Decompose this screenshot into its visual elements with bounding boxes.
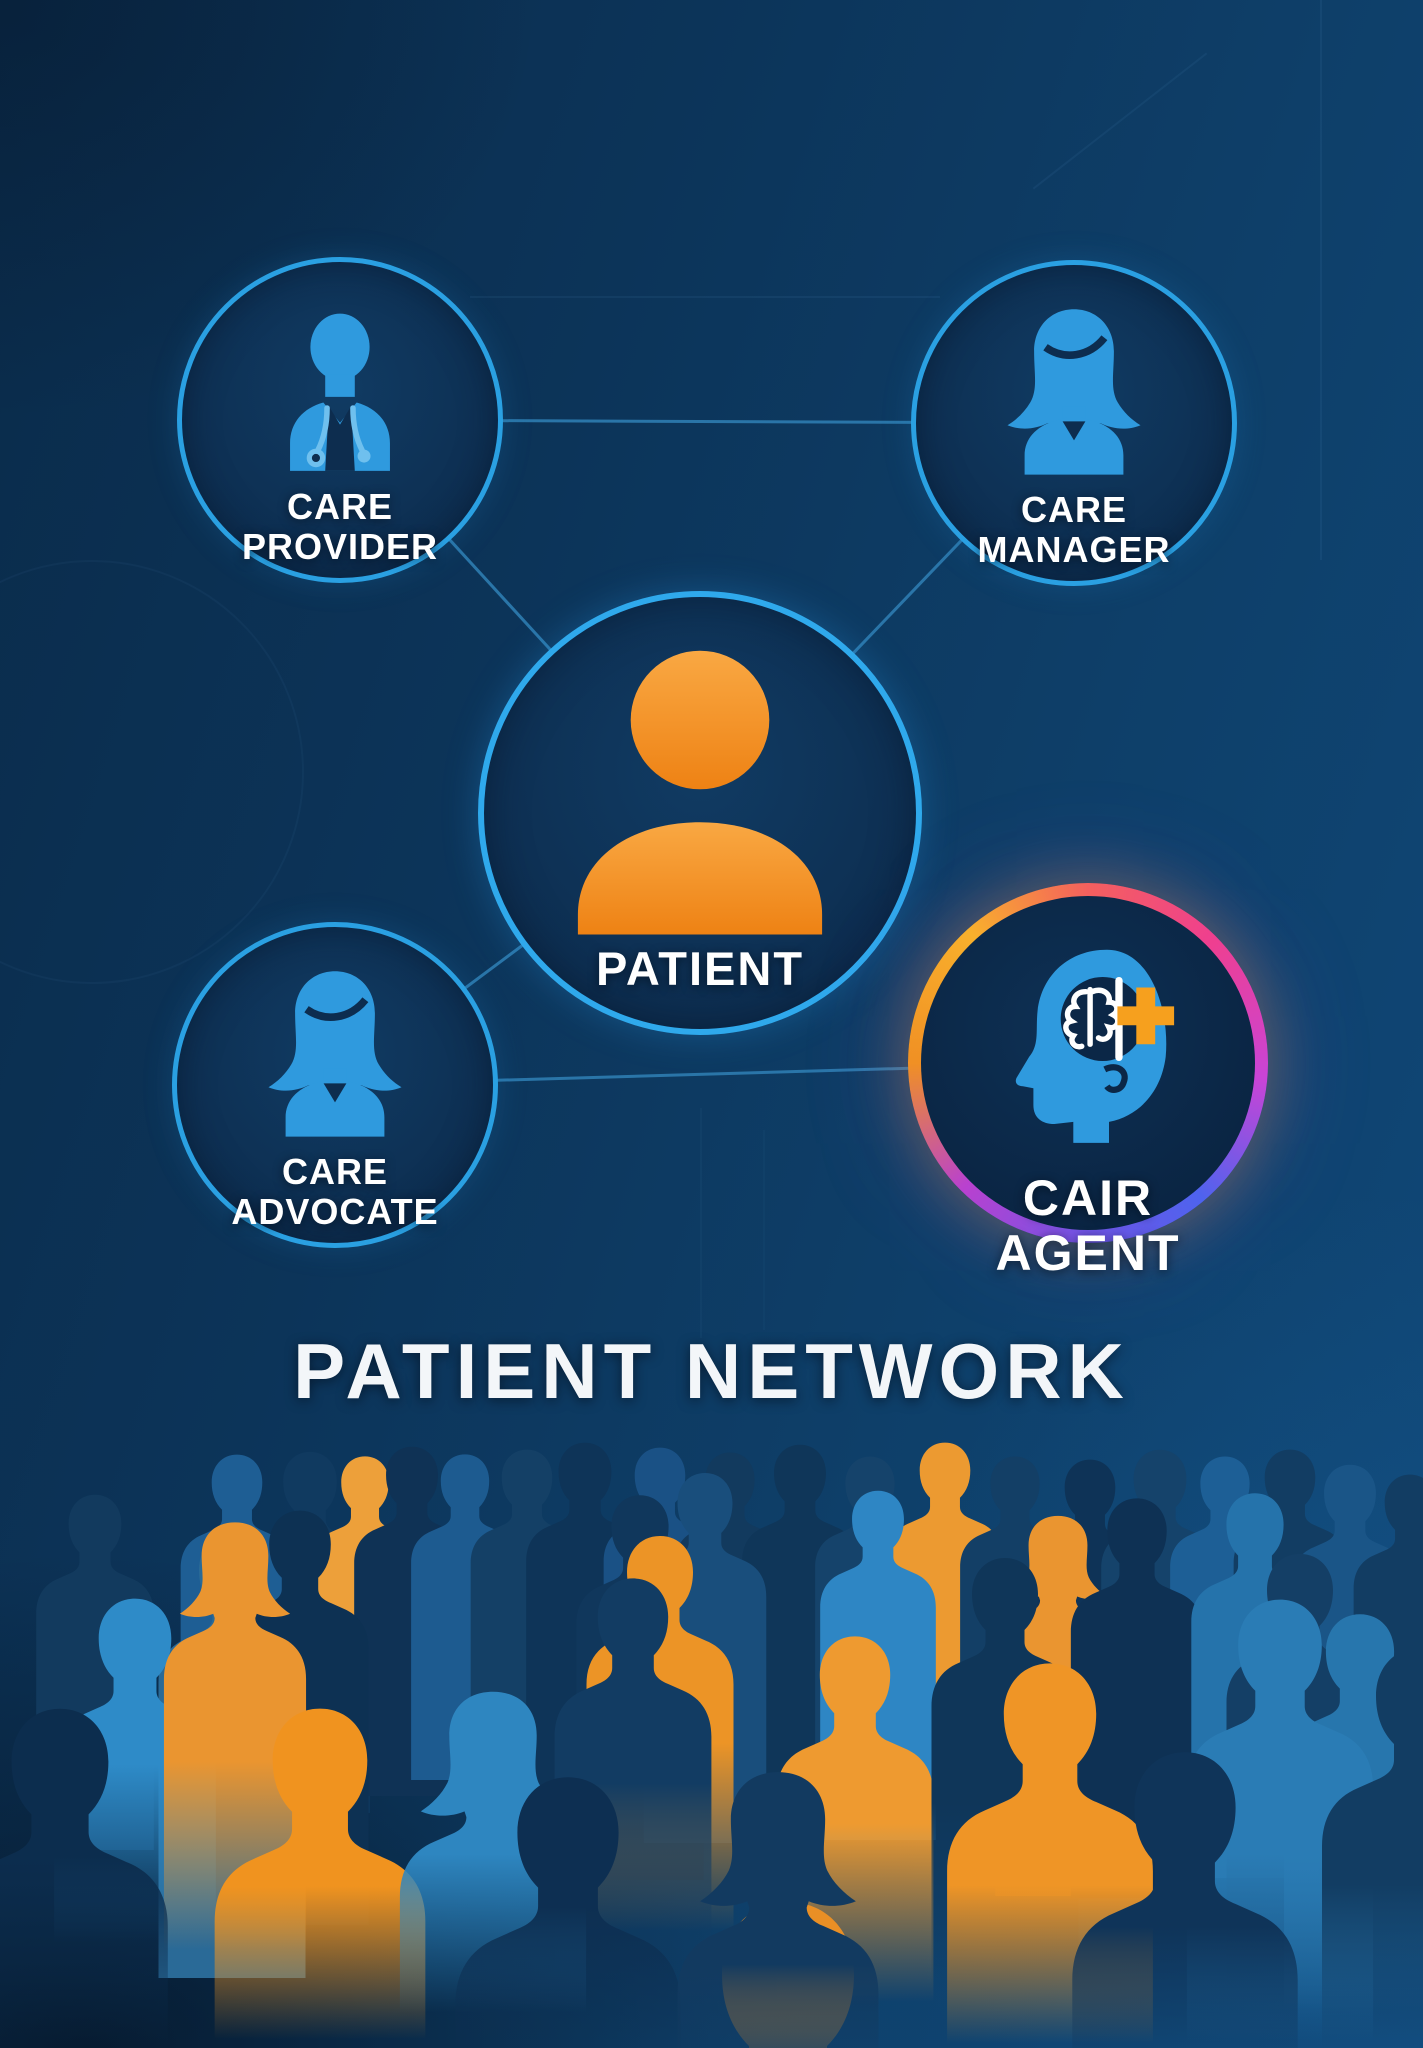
- node-patient: PATIENT: [478, 591, 922, 1035]
- crowd-figure: [214, 1708, 426, 2048]
- label-line: PATIENT: [595, 942, 805, 995]
- woman-icon: [1007, 309, 1141, 475]
- doctor-icon: [290, 313, 390, 471]
- care-manager-label: CARE MANAGER: [871, 490, 1277, 569]
- cair-agent-label: CAIR AGENT: [868, 1171, 1308, 1281]
- care-provider-circle: [177, 257, 503, 583]
- patient-circle: [478, 591, 922, 1035]
- page-title: PATIENT NETWORK: [293, 1327, 1130, 1415]
- background-line: [1320, 0, 1322, 560]
- brain-head-icon: [1015, 949, 1175, 1143]
- label-line: PROVIDER: [241, 525, 439, 567]
- label-line: CARE: [1020, 489, 1127, 530]
- crowd-illustration: [0, 1442, 1423, 2048]
- node-care-advocate: CARE ADVOCATE: [172, 922, 498, 1248]
- care-provider-label: CARE PROVIDER: [137, 487, 543, 566]
- label-line: AGENT: [995, 1225, 1181, 1281]
- crowd-figure: [455, 1777, 681, 2048]
- label-line: CAIR: [1022, 1170, 1154, 1226]
- crowd-figure: [1322, 1648, 1423, 2048]
- label-line: CARE: [286, 486, 393, 527]
- care-advocate-label: CARE ADVOCATE: [132, 1152, 538, 1231]
- label-line: ADVOCATE: [231, 1190, 439, 1232]
- woman-icon: [268, 971, 402, 1137]
- node-care-manager: CARE MANAGER: [911, 260, 1237, 586]
- background-line: [470, 296, 940, 298]
- crowd-figure: [1072, 1752, 1298, 2048]
- person-icon: [577, 650, 823, 935]
- crowd-figure: [677, 1772, 879, 2048]
- crowd-figure: [0, 1708, 168, 2048]
- node-cair-agent: CAIR AGENT: [908, 883, 1268, 1281]
- patient-label: PATIENT: [438, 943, 962, 995]
- label-line: MANAGER: [977, 528, 1171, 570]
- node-care-provider: CARE PROVIDER: [177, 257, 503, 583]
- label-line: CARE: [281, 1151, 388, 1192]
- crowd-figure: [163, 1522, 307, 1953]
- background-line: [700, 1108, 702, 1338]
